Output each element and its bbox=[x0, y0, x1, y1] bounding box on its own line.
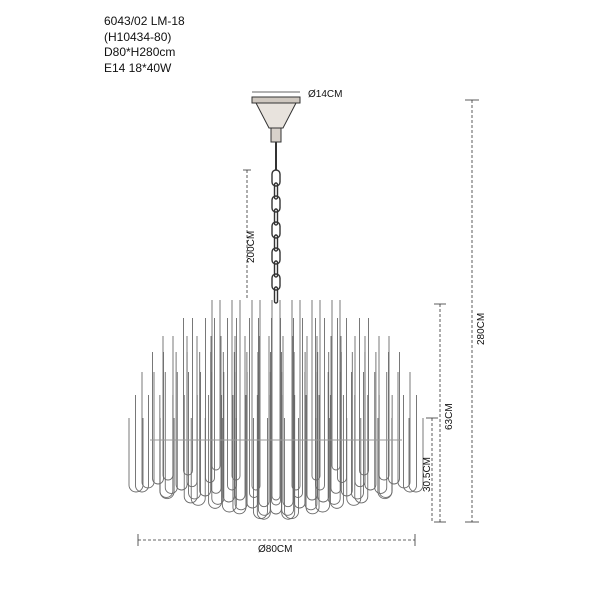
glass-tube bbox=[377, 418, 393, 500]
glass-tube bbox=[408, 418, 424, 493]
chain-link bbox=[271, 169, 281, 187]
glass-tube bbox=[251, 300, 261, 491]
glass-tube bbox=[234, 372, 248, 511]
glass-tube bbox=[284, 418, 300, 520]
chain-link bbox=[273, 182, 279, 200]
glass-tube bbox=[291, 300, 301, 491]
glass-tube-body bbox=[128, 300, 424, 520]
glass-tube bbox=[252, 418, 268, 520]
total-height-dimension: 280CM bbox=[465, 99, 487, 523]
body-diameter-label: Ø80CM bbox=[258, 544, 292, 555]
glass-tube bbox=[188, 372, 201, 500]
glass-tube bbox=[164, 372, 178, 494]
glass-tube bbox=[128, 418, 144, 493]
lower-height-dimension: 30.5CM bbox=[422, 417, 438, 522]
glass-tube bbox=[183, 395, 198, 504]
glass-tube bbox=[211, 372, 225, 505]
spec-model: 6043/02 LM-18 bbox=[104, 14, 185, 28]
glass-tube bbox=[222, 352, 235, 503]
canopy-diameter-label: Ø14CM bbox=[308, 89, 342, 100]
body-diameter-dimension: Ø80CM bbox=[137, 534, 416, 555]
suspension-chain bbox=[271, 169, 281, 304]
glass-tube bbox=[190, 418, 206, 506]
chain-length-label: 200CM bbox=[246, 231, 257, 263]
glass-tube bbox=[232, 395, 247, 515]
chain-link bbox=[273, 260, 279, 278]
spec-size: D80*H280cm bbox=[104, 45, 176, 59]
glass-tube bbox=[359, 318, 369, 476]
glass-tube bbox=[305, 395, 320, 515]
glass-tube bbox=[337, 318, 347, 483]
glass-tube bbox=[374, 372, 388, 494]
glass-tube bbox=[282, 336, 294, 508]
glass-tube bbox=[162, 336, 174, 481]
chain-link bbox=[273, 208, 279, 226]
glass-tube bbox=[315, 418, 331, 513]
glass-tube bbox=[159, 418, 175, 500]
glass-tube bbox=[304, 372, 318, 511]
glass-tube bbox=[208, 395, 223, 509]
spec-code: (H10434-80) bbox=[104, 29, 172, 44]
ceiling-canopy bbox=[251, 96, 301, 170]
glass-tube bbox=[403, 395, 417, 493]
chain-link bbox=[271, 195, 281, 213]
body-height-dimension: 63CM bbox=[434, 303, 455, 523]
glass-tube bbox=[317, 352, 330, 503]
glass-tube bbox=[354, 395, 369, 504]
glass-tube bbox=[205, 318, 215, 483]
glass-tube bbox=[258, 336, 270, 508]
glass-tube bbox=[351, 372, 364, 500]
spec-block: 6043/02 LM-18 (H10434-80) D80*H280cm E14… bbox=[104, 14, 185, 76]
glass-tube bbox=[331, 300, 341, 471]
body-height-label: 63CM bbox=[444, 403, 455, 430]
glass-tube bbox=[327, 372, 341, 505]
glass-tube bbox=[152, 352, 164, 485]
chain-link bbox=[271, 273, 281, 291]
chain-length-dimension: 200CM bbox=[243, 169, 257, 300]
glass-tube bbox=[271, 318, 281, 506]
glass-tube bbox=[364, 352, 377, 491]
glass-tube bbox=[329, 395, 344, 509]
glass-tube bbox=[346, 418, 362, 506]
chain-link bbox=[271, 247, 281, 265]
glass-tube bbox=[256, 395, 271, 520]
chain-link bbox=[271, 221, 281, 239]
chain-link bbox=[273, 234, 279, 252]
glass-tube bbox=[281, 395, 296, 520]
glass-tube bbox=[271, 300, 281, 501]
glass-tube bbox=[135, 395, 149, 493]
lower-height-label: 30.5CM bbox=[422, 457, 433, 492]
glass-tube bbox=[388, 352, 400, 485]
chain-link bbox=[273, 286, 279, 304]
glass-tube bbox=[183, 318, 193, 476]
glass-tube bbox=[175, 352, 188, 491]
glass-tube bbox=[211, 300, 221, 471]
canopy-diameter-dimension: Ø14CM bbox=[252, 89, 342, 100]
glass-tube bbox=[378, 336, 390, 481]
spec-bulbs: E14 18*40W bbox=[104, 60, 172, 75]
total-height-label: 280CM bbox=[476, 313, 487, 345]
glass-tube bbox=[221, 418, 237, 513]
